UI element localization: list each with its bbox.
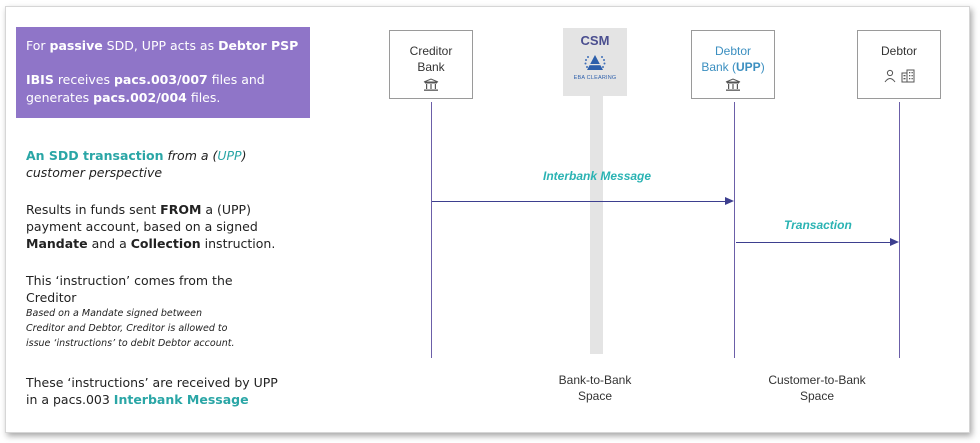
interbank-arrow bbox=[432, 201, 725, 202]
paragraph-funds: Results in funds sent FROM a (UPP) payme… bbox=[26, 201, 275, 252]
building-icon bbox=[901, 69, 915, 83]
paragraph-received: These ‘instructions’ are received by UPP… bbox=[26, 374, 278, 408]
text: Creditor bbox=[26, 290, 77, 305]
text: Space bbox=[799, 389, 835, 403]
text: This ‘instruction’ comes from the bbox=[26, 273, 233, 288]
text: passive bbox=[49, 38, 103, 53]
text: instruction. bbox=[200, 236, 276, 251]
text: payment account, based on a signed bbox=[26, 219, 258, 234]
text: receives bbox=[53, 72, 114, 87]
text: Space bbox=[577, 389, 613, 403]
text: pacs.003/007 bbox=[113, 72, 208, 87]
text: files. bbox=[186, 90, 221, 105]
text: IBIS bbox=[26, 72, 54, 87]
customer-to-bank-space-label: Customer-to-Bank Space bbox=[757, 372, 877, 404]
debtor-lifeline bbox=[899, 102, 900, 358]
text: SDD, UPP acts as bbox=[102, 38, 219, 53]
bank-icon bbox=[725, 78, 741, 91]
text: in a pacs.003 bbox=[26, 392, 114, 407]
text: a (UPP) bbox=[201, 202, 251, 217]
info-box: For passive SDD, UPP acts as Debtor PSP … bbox=[16, 27, 310, 118]
transaction-label: Transaction bbox=[784, 218, 852, 232]
creditor-bank-actor: Creditor Bank bbox=[389, 30, 473, 99]
interbank-message-label: Interbank Message bbox=[543, 169, 652, 183]
text: Customer-to-Bank bbox=[768, 373, 866, 387]
text: Bank ( bbox=[701, 60, 736, 74]
text: Debtor PSP bbox=[218, 38, 299, 53]
transaction-arrowhead bbox=[890, 238, 899, 246]
text: Creditor bbox=[409, 44, 453, 58]
text: Mandate bbox=[26, 236, 88, 251]
eba-clearing-text: EBA CLEARING bbox=[573, 75, 617, 81]
csm-lifeline bbox=[590, 96, 603, 354]
text: files and bbox=[207, 72, 265, 87]
person-icon bbox=[884, 69, 896, 83]
text: Collection bbox=[130, 236, 201, 251]
transaction-heading: An SDD transaction from a (UPP) customer… bbox=[26, 147, 247, 181]
interbank-arrowhead bbox=[725, 197, 734, 205]
text: and a bbox=[87, 236, 131, 251]
text: Based on a Mandate signed between bbox=[26, 308, 202, 319]
text: ) bbox=[241, 148, 247, 163]
text: Creditor and Debtor, Creditor is allowed… bbox=[26, 323, 228, 334]
paragraph-instruction: This ‘instruction’ comes from the Credit… bbox=[26, 272, 234, 351]
text: Bank bbox=[417, 60, 445, 74]
text: Debtor bbox=[880, 44, 918, 58]
bank-icon bbox=[423, 78, 439, 91]
text: Interbank Message bbox=[113, 392, 249, 407]
transaction-arrow bbox=[736, 242, 890, 243]
text: FROM bbox=[160, 202, 202, 217]
text: pacs.002/004 bbox=[93, 90, 187, 105]
debtor-bank-lifeline bbox=[734, 102, 735, 358]
csm-title: CSM bbox=[580, 33, 610, 48]
debtor-bank-actor: Debtor Bank (UPP) bbox=[691, 30, 775, 99]
text: Bank-to-Bank bbox=[558, 373, 632, 387]
text: issue ‘instructions’ to debit Debtor acc… bbox=[26, 338, 235, 349]
heading-teal: An SDD transaction bbox=[26, 148, 164, 163]
text: ) bbox=[760, 60, 765, 74]
text: UPP bbox=[217, 148, 242, 163]
text: Results in funds sent bbox=[26, 202, 161, 217]
text: For bbox=[26, 38, 50, 53]
text: generates bbox=[26, 90, 94, 105]
debtor-actor: Debtor bbox=[857, 30, 941, 99]
text: customer perspective bbox=[26, 165, 163, 180]
text: These ‘instructions’ are received by UPP bbox=[26, 375, 278, 390]
bank-to-bank-space-label: Bank-to-Bank Space bbox=[535, 372, 655, 404]
eba-clearing-logo bbox=[584, 55, 606, 70]
creditor-lifeline bbox=[431, 102, 432, 358]
text: from a ( bbox=[163, 148, 218, 163]
csm-actor: CSM EBA CLEARING bbox=[563, 28, 627, 96]
text: Debtor bbox=[714, 44, 752, 58]
text: UPP bbox=[736, 60, 761, 74]
